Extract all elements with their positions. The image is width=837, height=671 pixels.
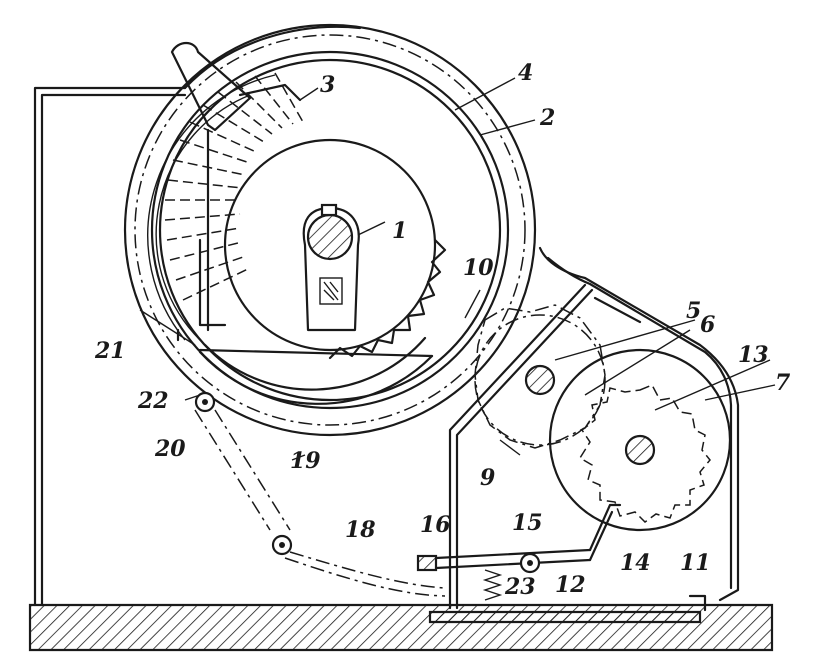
label-6: 6 <box>700 312 715 338</box>
label-1: 1 <box>392 218 407 244</box>
gear-assembly <box>474 304 732 532</box>
leader-lines <box>139 77 776 461</box>
drum-assembly <box>123 23 537 437</box>
base-plate <box>28 603 774 652</box>
label-18: 18 <box>345 517 376 543</box>
lever-part <box>170 41 302 132</box>
label-19: 19 <box>290 448 321 474</box>
housing-frame <box>33 86 740 612</box>
label-16: 16 <box>420 512 451 538</box>
linkage <box>194 391 622 601</box>
label-22: 22 <box>137 388 169 414</box>
label-20: 20 <box>154 436 186 462</box>
label-15: 15 <box>512 510 543 536</box>
label-21: 21 <box>94 338 126 364</box>
label-13: 13 <box>738 342 769 368</box>
label-3: 3 <box>320 72 335 98</box>
callout-labels: 1 2 3 4 5 6 7 9 10 11 12 13 14 15 16 18 … <box>94 60 791 600</box>
label-12: 12 <box>555 572 586 598</box>
label-2: 2 <box>539 105 555 131</box>
shaft-1 <box>302 203 360 332</box>
label-14: 14 <box>620 550 651 576</box>
label-10: 10 <box>463 255 494 281</box>
label-4: 4 <box>518 60 533 86</box>
label-23: 23 <box>504 574 536 600</box>
ratchet-disc <box>223 138 447 360</box>
label-9: 9 <box>480 465 495 491</box>
label-7: 7 <box>775 370 791 396</box>
label-11: 11 <box>680 550 711 576</box>
label-5: 5 <box>686 298 701 324</box>
